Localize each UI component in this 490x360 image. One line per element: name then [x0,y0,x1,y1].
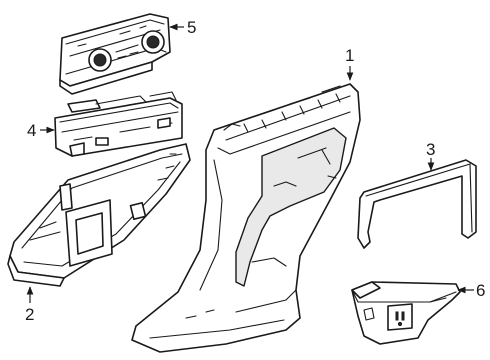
part-4-module [54,91,183,157]
part-3-u-trim [357,159,477,249]
callout-6: 6 [476,281,485,300]
callout-5: 5 [187,18,196,37]
callout-1: 1 [345,46,354,65]
part-6-outlet [351,281,461,345]
part-2-bracket [7,143,191,287]
leader-lines [26,23,474,303]
part-5-control-panel [59,13,171,95]
callout-3: 3 [426,140,435,159]
part-1-console-trim [131,83,361,353]
callout-2: 2 [25,305,34,324]
callout-4: 4 [27,121,36,140]
